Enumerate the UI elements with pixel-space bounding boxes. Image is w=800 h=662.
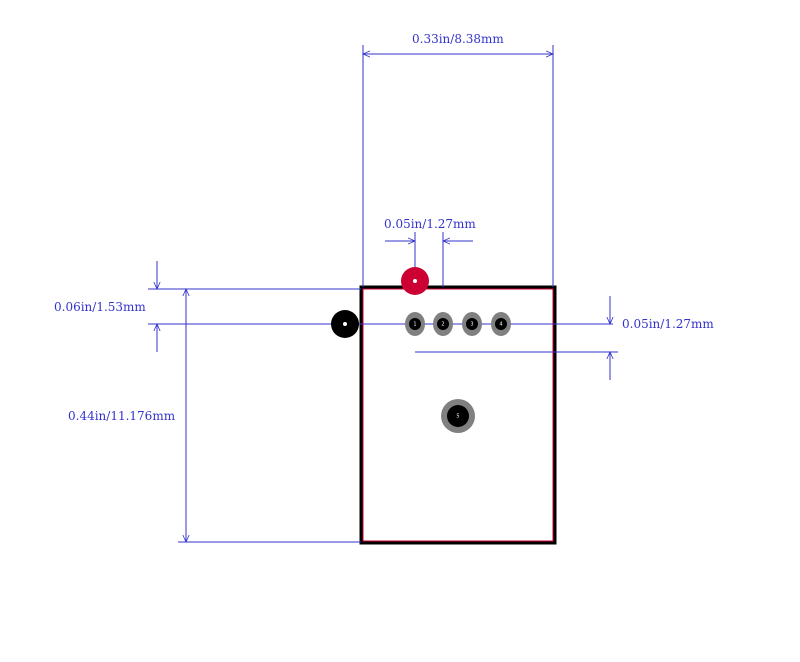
height-dimension (178, 289, 361, 542)
pad-3-number: 3 (470, 322, 473, 328)
pad-4: 4 (491, 312, 511, 336)
offset-dimension (148, 261, 613, 352)
origin-marker-center (343, 322, 347, 326)
pad-3: 3 (462, 312, 482, 336)
package-outline (359, 285, 557, 545)
width-label: 0.33in/8.38mm (412, 32, 504, 46)
pad-5: 5 (441, 399, 475, 433)
package-body (359, 285, 557, 545)
origin-marker (331, 310, 359, 338)
pad-2-hole (437, 318, 449, 330)
pad-2-number: 2 (441, 322, 444, 328)
pitch-top-dimension (385, 232, 473, 287)
pad-1-number: 1 (413, 322, 416, 328)
pad-2: 2 (433, 312, 453, 336)
pad-4-number: 4 (499, 322, 502, 328)
pad-3-hole (466, 318, 478, 330)
pin1-marker (401, 267, 429, 295)
pitch-right-dimension (415, 296, 618, 380)
pad-4-hole (495, 318, 507, 330)
pad-1: 1 (405, 312, 425, 336)
pad-5-hole (447, 405, 469, 427)
courtyard-outline (362, 288, 554, 542)
width-dimension (363, 45, 553, 287)
pitch-top-label: 0.05in/1.27mm (384, 217, 476, 231)
pitch-right-label: 0.05in/1.27mm (622, 317, 714, 331)
pad-1-hole (409, 318, 421, 330)
offset-label: 0.06in/1.53mm (54, 300, 146, 314)
pin1-marker-center (413, 279, 417, 283)
pad-5-number: 5 (456, 414, 459, 420)
height-label: 0.44in/11.176mm (68, 409, 176, 423)
